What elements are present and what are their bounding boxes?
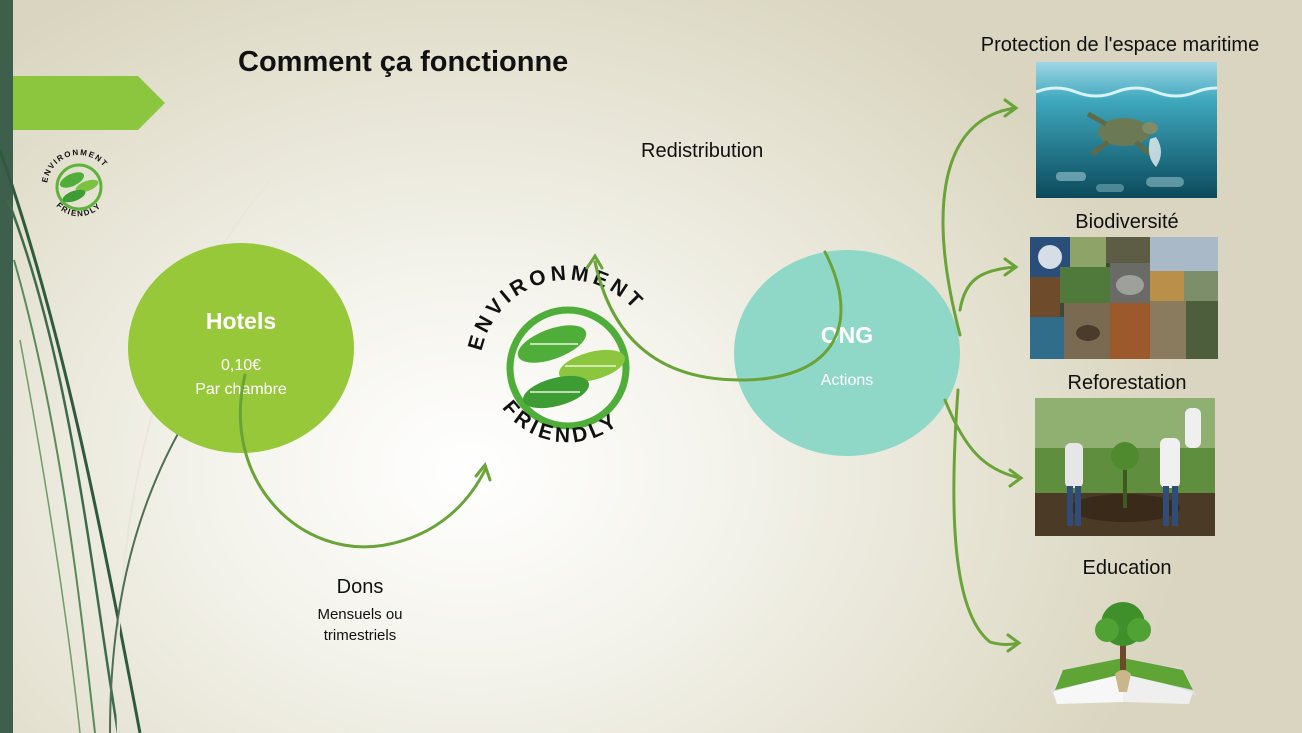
ong-title: ONG: [820, 322, 874, 348]
slide-title: Comment ça fonctionne: [238, 46, 569, 78]
redistribution-arrow-curve: [593, 250, 843, 382]
dons-arrow-head: [474, 461, 492, 482]
hotels-amount: 0,10€: [220, 357, 262, 374]
arrow-education: [952, 388, 1020, 646]
open-book-tree-image: [1043, 598, 1203, 708]
arrow-biodiversite: [958, 265, 1017, 312]
dons-title: Dons: [336, 576, 384, 598]
ong-circle: [734, 250, 960, 456]
arrow-reforestation: [943, 398, 1022, 480]
small-environment-logo: ENVIRONMENT FRIENDLY: [40, 148, 108, 219]
wildlife-collage-image: [1030, 237, 1218, 359]
dons-line1: Mensuels ou: [317, 606, 403, 623]
ocean-turtle-image: [1036, 62, 1217, 198]
action-label-biodiversite: Biodiversité: [1075, 211, 1179, 233]
action-label-reforestation: Reforestation: [1067, 372, 1187, 394]
hotels-title: Hotels: [205, 308, 277, 334]
action-label-maritime: Protection de l'espace maritime: [980, 34, 1260, 56]
tree-planting-image: [1035, 398, 1215, 536]
dons-line2: trimestriels: [323, 627, 397, 644]
ong-subtitle: Actions: [820, 372, 874, 389]
arrow-maritime: [941, 106, 1017, 337]
redistribution-arrow-head: [585, 253, 604, 270]
banner-arrow: [13, 76, 165, 130]
dons-arrow-curve: [238, 373, 487, 549]
left-accent-bar: [0, 0, 13, 733]
action-label-education: Education: [1082, 557, 1172, 579]
environment-friendly-logo: ENVIRONMENT FRIENDLY: [464, 262, 645, 448]
redistribution-label: Redistribution: [641, 140, 764, 162]
